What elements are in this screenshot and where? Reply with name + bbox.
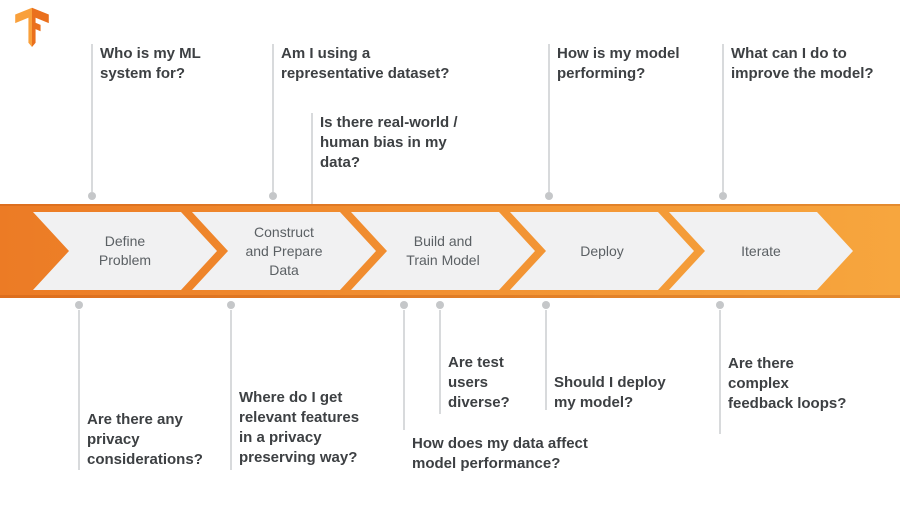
stage-define-problem: Define Problem: [33, 212, 217, 290]
connector-line: [545, 310, 547, 410]
annotation-representative-dataset: Am I using a representative dataset?: [269, 44, 450, 200]
stage-build-and-train-model: Build and Train Model: [351, 212, 535, 290]
connector-dot: [542, 301, 550, 309]
question-text: Should I deploy my model?: [554, 374, 666, 411]
connector-line: [722, 44, 724, 192]
connector-line: [548, 44, 550, 192]
annotation-improve-model: What can I do to improve the model?: [719, 44, 874, 200]
tensorflow-logo-icon: [15, 7, 49, 47]
question-text: Who is my ML system for?: [100, 45, 201, 82]
connector-dot: [716, 301, 724, 309]
connector-line: [311, 113, 313, 261]
connector-dot: [227, 301, 235, 309]
question-text: Where do I get relevant features in a pr…: [239, 389, 360, 466]
annotation-test-users-diverse: Are test users diverse?: [436, 301, 510, 414]
question-text: Are there complex feedback loops?: [728, 355, 847, 412]
question-text: How is my model performing?: [557, 45, 680, 82]
annotation-real-world-bias: Is there real-world / human bias in my d…: [308, 113, 458, 269]
connector-dot: [88, 192, 96, 200]
stage-label: Iterate: [741, 242, 781, 259]
connector-dot: [75, 301, 83, 309]
annotation-complex-feedback-loops: Are there complex feedback loops?: [716, 301, 847, 434]
question-text: Are test users diverse?: [448, 354, 510, 411]
stage-label: Construct and Prepare Data: [245, 223, 323, 278]
question-text: How does my data affect model performanc…: [412, 435, 588, 472]
annotation-who-is-my-ml-system-for: Who is my ML system for?: [88, 44, 201, 200]
connector-line: [403, 310, 405, 430]
stage-iterate: Iterate: [669, 212, 853, 290]
pipeline-band: Define Problem Construct and Prepare Dat…: [0, 204, 900, 298]
connector-line: [91, 44, 93, 192]
annotation-relevant-features-privacy: Where do I get relevant features in a pr…: [227, 301, 360, 470]
annotation-should-i-deploy: Should I deploy my model?: [542, 301, 666, 413]
connector-line: [272, 44, 274, 192]
question-text: Am I using a representative dataset?: [281, 45, 450, 82]
stage-construct-and-prepare-data: Construct and Prepare Data: [192, 212, 376, 290]
question-text: Is there real-world / human bias in my d…: [320, 114, 458, 171]
connector-dot: [719, 192, 727, 200]
stage-label: Deploy: [580, 242, 624, 259]
annotation-data-affect-performance: How does my data affect model performanc…: [400, 301, 588, 474]
connector-dot: [400, 301, 408, 309]
stage-deploy: Deploy: [510, 212, 694, 290]
connector-dot: [436, 301, 444, 309]
question-text: What can I do to improve the model?: [731, 45, 874, 82]
connector-dot: [269, 192, 277, 200]
connector-line: [78, 310, 80, 470]
annotation-model-performing: How is my model performing?: [545, 44, 680, 200]
question-text: Are there any privacy considerations?: [87, 411, 203, 468]
connector-line: [230, 310, 232, 470]
connector-dot: [545, 192, 553, 200]
stage-label: Define Problem: [98, 233, 152, 268]
connector-line: [719, 310, 721, 434]
annotation-privacy-considerations: Are there any privacy considerations?: [75, 301, 203, 470]
stage-label: Build and Train Model: [406, 233, 480, 268]
connector-line: [439, 310, 441, 414]
